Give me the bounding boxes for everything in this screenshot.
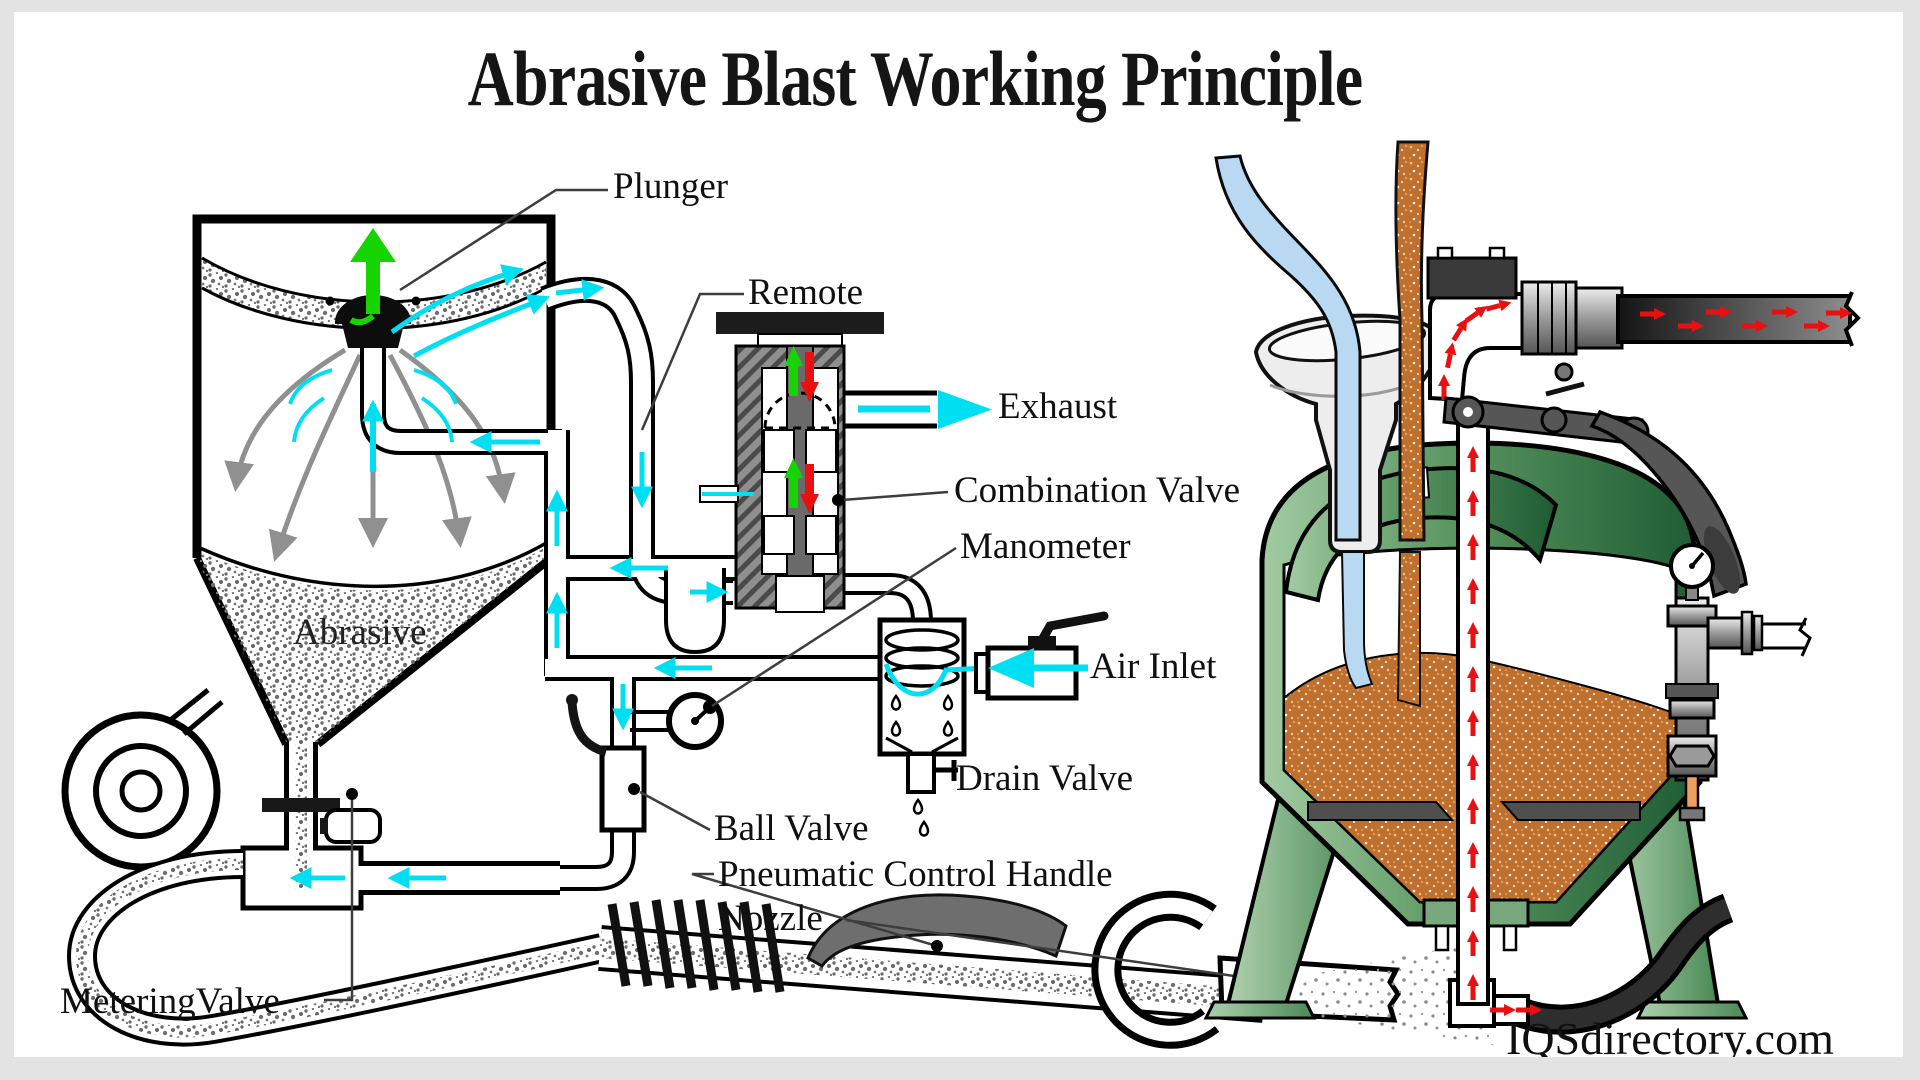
label-metering-valve: MeteringValve [60,981,280,1022]
label-abrasive: Abrasive [293,612,427,653]
pressure-gauge-icon [1669,543,1715,601]
manometer-gauge [630,692,724,750]
label-remote: Remote [748,272,864,313]
air-inlet-valve [974,611,1109,701]
water-stream [1214,154,1374,690]
label-plunger: Plunger [613,166,729,207]
label-pneumatic-control-handle: Pneumatic Control Handle [718,854,1113,895]
ball-valve-body [566,694,647,833]
wheel [61,688,224,871]
filter-flask [664,568,726,655]
hose-corrugation [607,899,785,993]
air-inlet-arrow [988,648,1034,688]
label-manometer: Manometer [960,526,1131,567]
label-combination-valve: Combination Valve [954,470,1241,511]
abrasive-stream [1394,140,1430,708]
label-air-inlet: Air Inlet [1090,646,1217,687]
valve-closed-arrow [800,352,819,514]
outlet-elbow [1426,246,1528,403]
drain-valve-icon [906,752,958,837]
blast-hose [1616,291,1861,347]
water-separator [877,617,986,837]
hose-coupling [1520,280,1624,356]
plunger-icon [325,228,421,348]
blast-pot-illustration [1203,140,1861,1035]
combination-valve [699,312,884,613]
metering-valve-body [262,788,382,844]
blast-spray [1262,942,1498,1046]
page-title: Abrasive Blast Working Principle [467,35,1364,122]
label-ball-valve: Ball Valve [714,808,869,849]
blast-tank [192,214,556,748]
pressure-regulator-assembly [1665,543,1812,822]
exhaust-arrow [938,390,992,429]
pneumatic-control-handle-icon [806,893,1068,968]
label-exhaust: Exhaust [998,386,1118,427]
valve-open-arrow [784,346,803,508]
air-flow-arrows [288,264,1088,889]
label-drain-valve: Drain Valve [956,758,1134,799]
label-nozzle: Nozzle [718,898,823,939]
watermark: IQSdirectory.com [1506,1013,1834,1064]
